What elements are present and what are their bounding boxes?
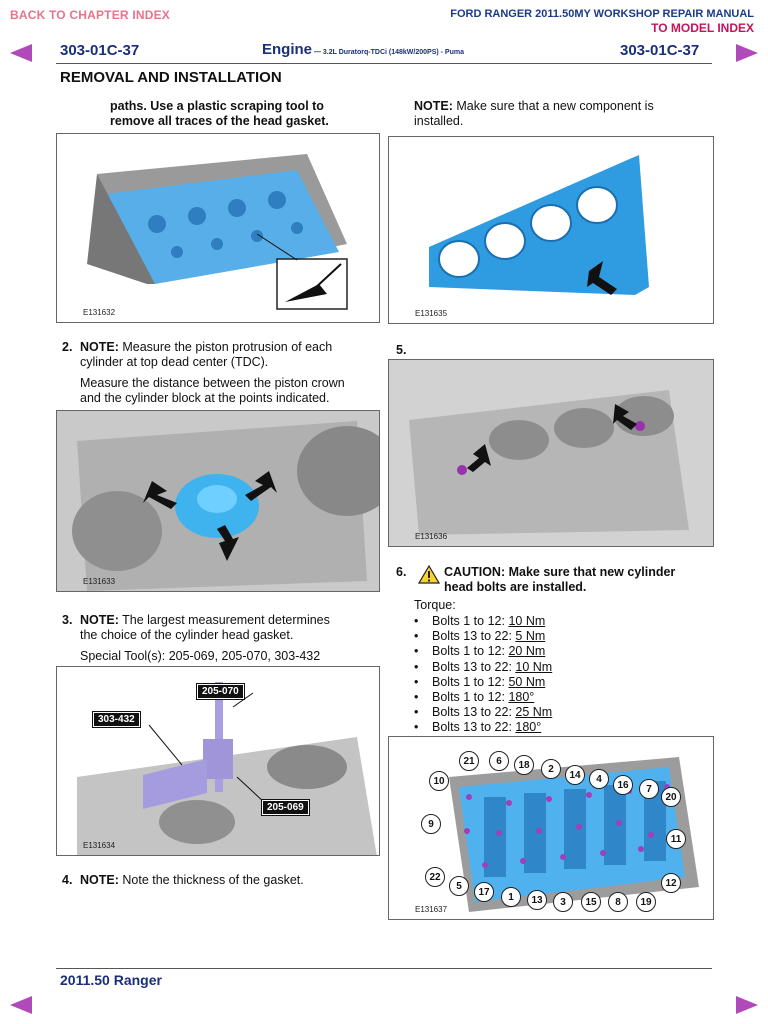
step-3-note: The largest measurement determines [118,613,330,627]
bolt-marker: 4 [589,769,609,789]
bolt-marker: 16 [613,775,633,795]
step-number: 3. [62,613,73,627]
torque-item: •Bolts 13 to 22: 5 Nm [414,629,546,644]
figure-id: E131634 [83,841,116,850]
step-2-text-cont: and the cylinder block at the points ind… [80,391,330,405]
step-3: 3. NOTE: The largest measurement determin… [62,613,380,664]
torque-item: •Bolts 1 to 12: 50 Nm [414,674,546,689]
figure-cylinder-head: E131632 [56,133,380,323]
bolt-marker: 2 [541,759,561,779]
to-model-index-link[interactable]: TO MODEL INDEX [651,21,754,35]
step-6: 6. CAUTION: Make sure that new cylinder … [396,565,675,594]
intro-line: paths. Use a plastic scraping tool to [110,99,324,113]
note-label: NOTE: [80,613,119,627]
section-title: REMOVAL AND INSTALLATION [60,69,282,86]
bolt-marker: 6 [489,751,509,771]
caution-text: CAUTION: Make sure that new cylinder [444,565,676,579]
note-label: NOTE: [80,873,119,887]
torque-label: Torque: [414,598,456,612]
step-number: 6. [396,565,407,579]
figure-head-gasket: E131635 [388,136,714,324]
step-5-number: 5. [396,343,407,357]
torque-item: •Bolts 1 to 12: 10 Nm [414,614,546,628]
gasket-note-text: Make sure that a new component is [452,99,654,113]
torque-item: •Bolts 1 to 12: 180° [414,690,535,705]
step-2: 2. NOTE: Measure the piston protrusion of… [62,340,380,406]
figure-id: E131636 [415,532,448,541]
previous-page-arrow-icon[interactable] [10,44,32,62]
bolt-marker: 1 [501,887,521,907]
engine-subtitle: — 3.2L Duratorq-TDCi (148kW/200PS) - Pum… [312,49,464,56]
step-2-note: Measure the piston protrusion of each [118,340,333,354]
intro-text: paths. Use a plastic scraping tool to re… [110,99,329,129]
step-4: 4. NOTE: Note the thickness of the gasket… [62,873,304,888]
bolt-marker: 5 [449,876,469,896]
figure-block-dowels: E131636 [388,359,714,547]
note-label: NOTE: [414,99,453,113]
figure-id: E131632 [83,308,116,317]
bolt-marker: 13 [527,890,547,910]
note-label: NOTE: [80,340,119,354]
engine-label: Engine [262,41,313,58]
gasket-note: NOTE: Make sure that a new component is … [414,99,654,129]
bolt-marker: 10 [429,771,449,791]
figure-id: E131633 [83,577,116,586]
step-2-text: Measure the distance between the piston … [80,376,345,390]
torque-item: •Bolts 13 to 22: 25 Nm [414,705,553,720]
bolt-marker: 14 [565,765,585,785]
header-engine-title: Engine — 3.2L Duratorq-TDCi (148kW/200PS… [262,41,464,59]
bolt-marker: 21 [459,751,479,771]
figure-bolt-sequence: 21 6 18 2 14 4 16 7 20 10 9 11 22 5 17 1… [388,736,714,920]
figure-special-tools: 205-070 303-432 205-069 E131634 [56,666,380,856]
next-page-arrow-icon[interactable] [736,44,758,62]
tool-callout-205-069: 205-069 [261,799,310,816]
bolt-marker: 18 [514,755,534,775]
bolt-marker: 22 [425,867,445,887]
bolt-marker: 11 [666,829,686,849]
step-4-note: Note the thickness of the gasket. [118,873,304,887]
tool-callout-303-432: 303-432 [92,711,141,728]
torque-list: •Bolts 1 to 12: 10 Nm •Bolts 13 to 22: 5… [414,614,552,736]
back-to-chapter-index-link[interactable]: BACK TO CHAPTER INDEX [10,8,170,22]
step-3-note-cont: the choice of the cylinder head gasket. [80,628,294,642]
caution-text-cont: head bolts are installed. [444,580,587,594]
bolt-marker: 17 [474,882,494,902]
bolt-marker: 12 [661,873,681,893]
footer-divider [56,968,712,969]
page-code-right: 303-01C-37 [620,42,700,59]
figure-piston-measurement: E131633 [56,410,380,592]
bolt-marker: 19 [636,892,656,912]
footer-model: 2011.50 Ranger [60,972,162,988]
torque-item: •Bolts 13 to 22: 10 Nm [414,659,553,674]
page-code-left: 303-01C-37 [60,42,140,59]
previous-page-arrow-icon[interactable] [10,996,32,1014]
step-number: 4. [62,873,73,887]
bolt-marker: 15 [581,892,601,912]
torque-item: •Bolts 13 to 22: 180° [414,720,542,735]
intro-line: remove all traces of the head gasket. [110,114,329,128]
bolt-marker: 8 [608,892,628,912]
gasket-note-cont: installed. [414,114,464,128]
torque-item: •Bolts 1 to 12: 20 Nm [414,644,546,659]
tool-callout-205-070: 205-070 [196,683,245,700]
figure-id: E131635 [415,309,448,318]
bolt-marker: 7 [639,779,659,799]
bolt-marker: 9 [421,814,441,834]
next-page-arrow-icon[interactable] [736,996,758,1014]
figure-id: E131637 [415,905,448,914]
step-2-note-cont: cylinder at top dead center (TDC). [80,355,269,369]
bolt-marker: 3 [553,892,573,912]
special-tools: Special Tool(s): 205-069, 205-070, 303-4… [80,649,321,663]
header-divider [56,63,712,64]
manual-title: FORD RANGER 2011.50MY WORKSHOP REPAIR MA… [450,8,754,20]
bolt-marker: 20 [661,787,681,807]
step-number: 2. [62,340,73,354]
caution-icon [418,565,440,584]
